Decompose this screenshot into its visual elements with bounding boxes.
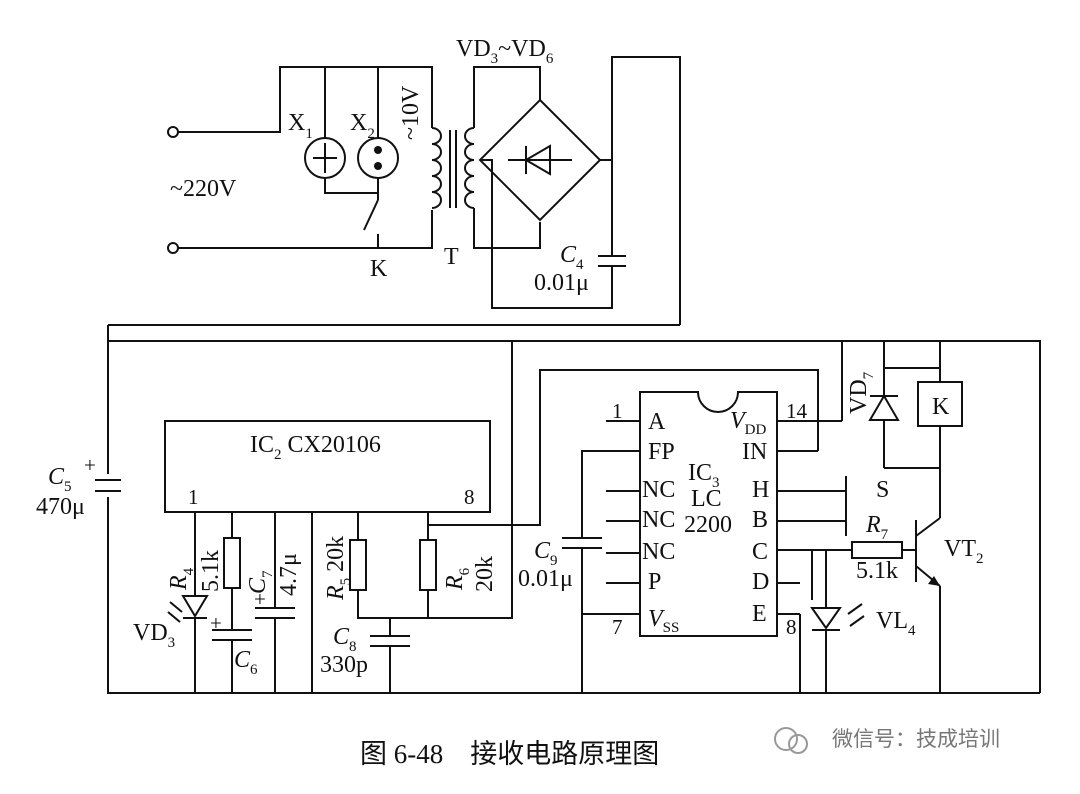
ic3-pin-number-8: 8 [786,615,797,639]
mains-voltage-label: ~220V [170,176,237,202]
mains-terminal-top [167,126,179,138]
power-supply: ~220V X1 X2 K ~10V [167,36,681,325]
watermark: 微信号：技成培训 [774,727,1000,754]
transformer-label: T [444,244,459,270]
ic2-pin8: 8 [464,485,475,509]
bridge-label: VD3~VD6 [456,36,554,67]
vd7-label: VD7 [846,371,877,414]
ic2-title: IC2 CX20106 [250,432,381,463]
r6-value: 20k [472,556,498,592]
c6-label: C6 [234,647,258,678]
ic3-pin-number-7: 7 [612,615,623,639]
ic3-pin-nc3: NC [642,539,675,565]
c4-label: C4 [560,242,584,273]
switch-s-label: S [876,477,889,503]
c8-label: C8 [333,624,357,655]
figure-caption: 图 6-48 接收电路原理图 [360,739,659,769]
c9-value: 0.01μ [518,566,573,592]
vl4-label: VL4 [876,608,916,639]
ic3-pin-in: IN [742,439,767,465]
transistor-vt2 [915,517,941,587]
r7-label: R7 [865,512,889,543]
ic3-pin-nc2: NC [642,507,675,533]
diode-vd7 [868,394,900,421]
c7-polarity: + [254,587,266,611]
ic3-part-number: 2200 [684,512,732,538]
ic3-pin-a: A [648,409,666,435]
secondary-voltage-label: ~10V [398,85,424,140]
vd3-label: VD3 [133,620,175,651]
ic3-pin-number-1: 1 [612,399,623,423]
capacitor-c5 [95,474,121,497]
relay-k-label: K [932,394,950,420]
ic3-pin-b: B [752,507,768,533]
led-vd3 [167,595,209,623]
r6-label: R6 [442,567,473,591]
socket-x2 [357,137,399,179]
ic3-pin-number-14: 14 [786,399,808,423]
ic3-pin-fp: FP [648,439,675,465]
ic3-pin-e: E [752,601,767,627]
switch-k [363,199,379,248]
c5-polarity: + [84,453,96,477]
c7-label: C7 [245,570,276,594]
r7-value: 5.1k [856,558,898,584]
bridge-rectifier [478,98,602,222]
c6-polarity: + [210,611,222,635]
transformer-t [431,127,475,209]
vt2-label: VT2 [944,536,984,567]
supply-rails [107,324,1041,694]
ic3-pin-vss: VSS [648,606,679,636]
resistor-r4 [223,537,241,589]
c4-value: 0.01μ [534,270,589,296]
ic3-lc2200: IC3 LC 2200 A FP NC NC NC P VSS VDD IN H… [612,391,808,639]
led-vl4 [810,603,865,631]
ic3-pin-nc1: NC [642,477,675,503]
switch-k-label: K [370,256,388,282]
c5-label: C5 [48,464,72,495]
capacitor-c9 [562,537,602,549]
r5-label: R5 20k [323,536,354,601]
ic3-pin-h: H [752,477,769,503]
socket-x1 [304,137,346,179]
capacitor-c4 [598,160,626,275]
c7-value: 4.7μ [276,553,302,596]
mains-terminal-bottom [167,242,179,254]
c9-label: C9 [534,538,558,569]
r4-value: 5.1k [198,550,224,592]
resistor-r6 [419,539,437,591]
x1-label: X1 [288,110,313,142]
ic3-pin-d: D [752,569,769,595]
ic3-pin-p: P [648,569,661,595]
ic3-pin-vdd: VDD [730,408,767,438]
ic3-pin-c: C [752,539,768,565]
ic2-cx20106: IC2 CX20106 1 8 [164,420,491,513]
r4-label: R4 [166,567,197,591]
x2-label: X2 [350,110,375,142]
c8-value: 330p [320,652,368,678]
c5-value: 470μ [36,494,85,520]
watermark-text: 微信号：技成培训 [832,728,1000,751]
ic3-title: IC3 [688,460,720,491]
capacitor-c8 [370,635,410,647]
ic2-pin1: 1 [188,485,199,509]
resistor-r7 [851,541,903,559]
ic3-part: LC [691,486,722,512]
